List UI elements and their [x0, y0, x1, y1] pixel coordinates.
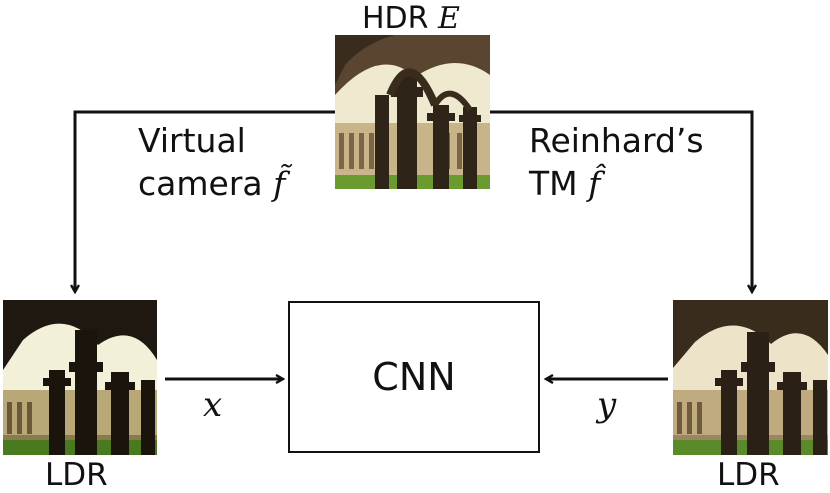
reinhard-tm-line1: Reinhard’s [529, 121, 704, 160]
ldr-right-label: LDR [717, 457, 780, 493]
ldr-left-image [3, 300, 157, 455]
cnn-box: CNN [288, 301, 540, 453]
virtual-camera-line1: Virtual [138, 121, 246, 160]
reinhard-tm-symbol: f̂ [588, 164, 601, 203]
hdr-label-text: HDR [362, 1, 439, 36]
hdr-image [335, 35, 490, 189]
ldr-left-label: LDR [45, 457, 108, 493]
reinhard-tm-label: Reinhard’s TM f̂ [529, 124, 704, 200]
ldr-right-image [673, 300, 828, 455]
virtual-camera-label: Virtual camera f̃ [138, 124, 285, 200]
hdr-symbol: E [438, 1, 460, 36]
cnn-label: CNN [372, 355, 456, 399]
virtual-camera-line2: camera [138, 164, 274, 203]
x-label: x [203, 385, 223, 425]
arrow-hdr-to-left-ldr [75, 110, 335, 292]
arrow-hdr-to-right-ldr [490, 110, 752, 292]
virtual-camera-symbol: f̃ [273, 164, 286, 203]
hdr-label: HDR E [362, 4, 460, 34]
reinhard-tm-line2: TM [529, 164, 589, 203]
y-label: y [597, 385, 617, 425]
